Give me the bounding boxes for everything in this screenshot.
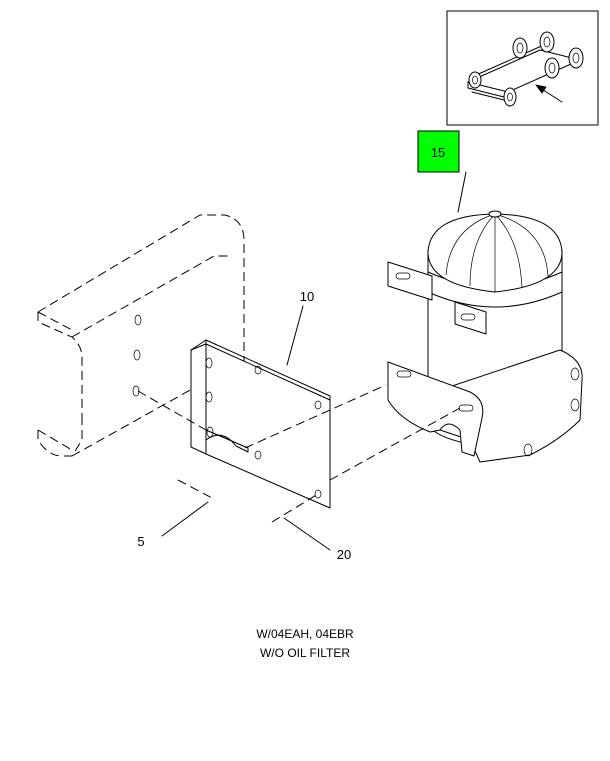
frame-rail [37,214,245,457]
filter-assembly [387,210,583,463]
inset-frame [446,10,599,126]
leader-lines [161,171,467,551]
callout-20[interactable]: 20 [337,547,351,562]
callout-10[interactable]: 10 [300,289,314,304]
applicability-note-line1: W/04EAH, 04EBR [256,627,354,641]
callout-15-highlight [417,130,460,173]
chassis-sketch [467,31,584,107]
alignment-lines [137,384,461,523]
callout-5[interactable]: 5 [137,534,144,549]
locator-inset [446,10,599,126]
callout-15[interactable]: 15 [431,145,445,160]
mounting-bracket [190,339,331,509]
applicability-note-line2: W/O OIL FILTER [259,646,350,660]
